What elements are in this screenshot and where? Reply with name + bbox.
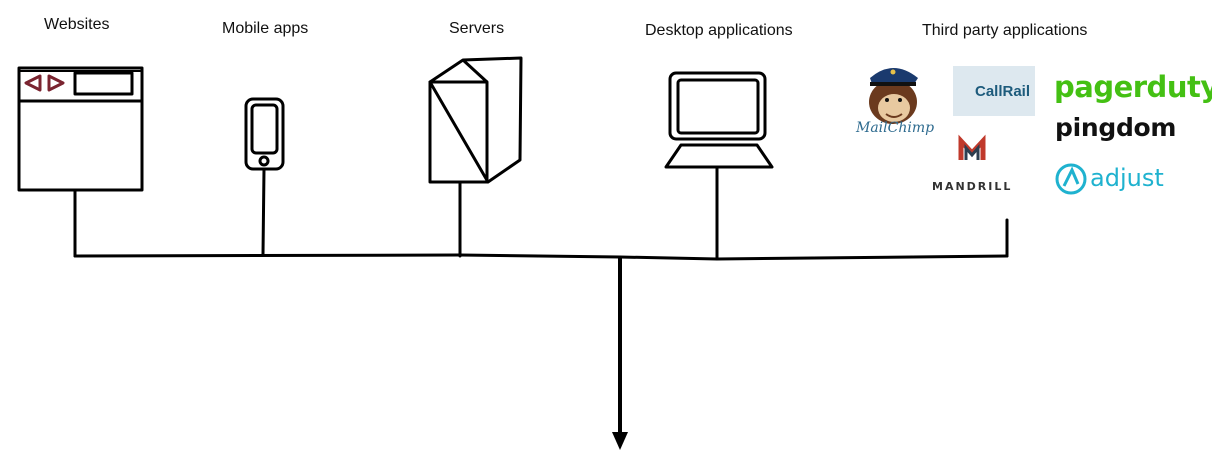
mandrill-m-icon	[957, 134, 987, 163]
pingdom-logo: pingdom	[1055, 113, 1177, 142]
mailchimp-monkey-icon	[869, 68, 918, 124]
servers-label: Servers	[449, 20, 505, 37]
third-party-applications-label: Third party applications	[922, 22, 1088, 39]
callrail-logo: CallRail	[975, 83, 1031, 100]
mandrill-logo: MANDRILL	[932, 180, 1013, 193]
down-arrow-icon	[612, 257, 628, 450]
smartphone-icon	[244, 97, 285, 171]
connection-lines	[73, 165, 1009, 261]
adjust-circle-icon	[1055, 163, 1087, 195]
mobile-apps-label: Mobile apps	[222, 20, 309, 37]
mailchimp-logo: MailChimp	[856, 120, 935, 136]
server-tower-icon	[428, 56, 523, 184]
desktop-computer-icon	[664, 71, 774, 169]
adjust-logo: adjust	[1090, 164, 1164, 192]
desktop-applications-label: Desktop applications	[645, 22, 793, 39]
callrail-logo-box	[953, 66, 1035, 116]
browser-window-icon	[17, 66, 144, 192]
websites-label: Websites	[44, 16, 110, 33]
pagerduty-logo: pagerduty	[1054, 70, 1212, 104]
